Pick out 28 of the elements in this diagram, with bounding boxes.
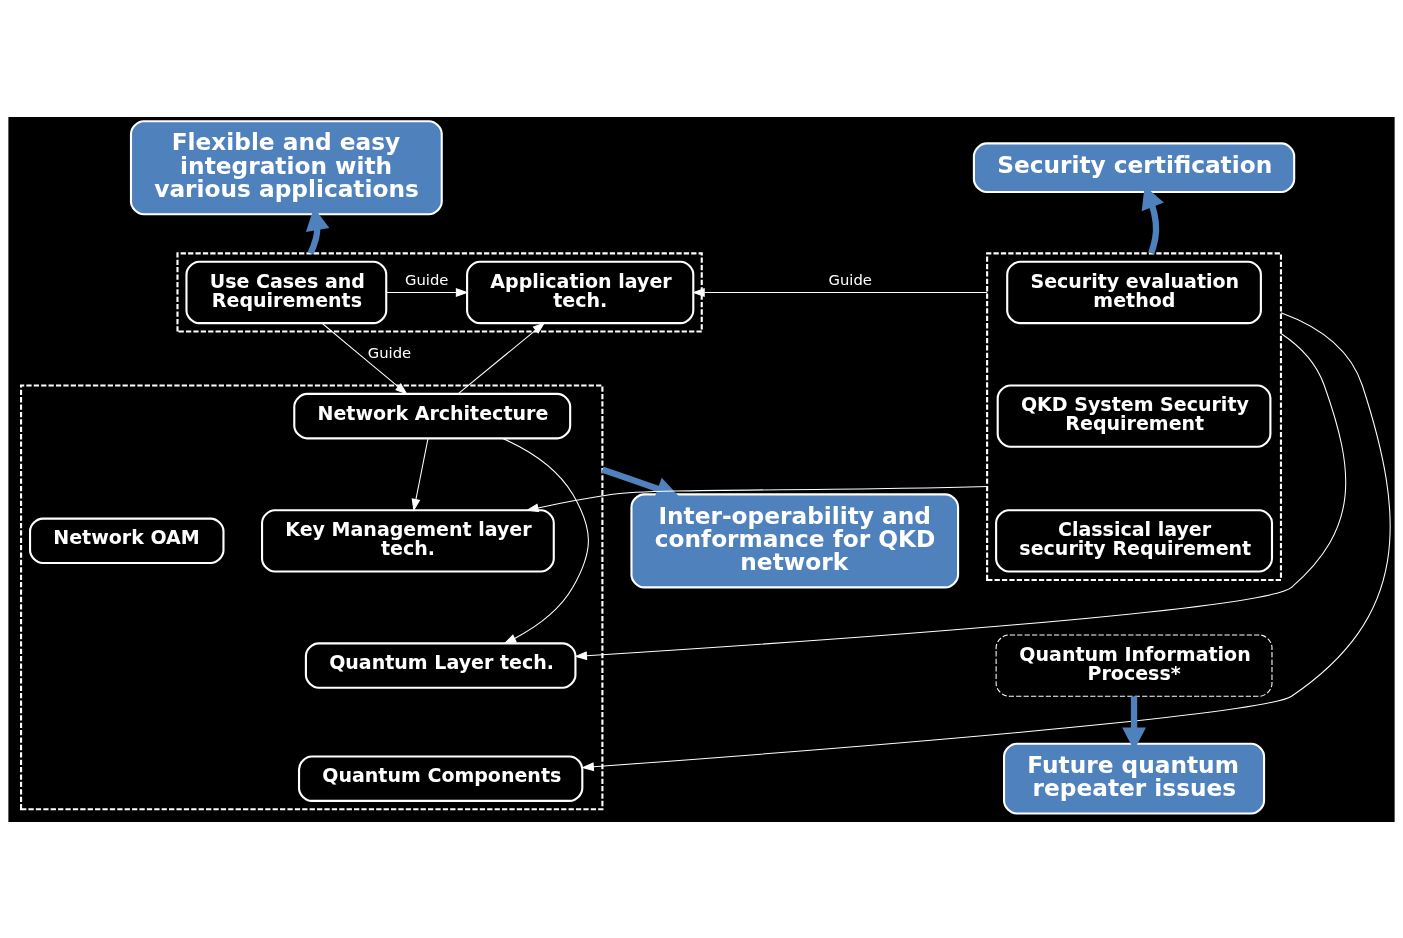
arrow	[692, 287, 988, 297]
node-box: Quantum Information Process*	[995, 633, 1273, 697]
node-box: QKD System Security Requirement	[996, 383, 1272, 448]
edge-label: Guide	[367, 343, 412, 361]
arrow	[502, 437, 589, 644]
node-box: Flexible and easy integration with various applications	[129, 119, 443, 215]
node-box: Quantum Components	[298, 754, 584, 802]
node-box: Future quantum repeater issues	[1003, 742, 1266, 815]
node-box: Inter-operability and conformance for QKD network	[630, 492, 960, 588]
cluster	[986, 251, 1283, 581]
arrow	[385, 287, 469, 297]
node-box: Quantum Layer tech.	[304, 641, 577, 689]
node-box: Classical layer security Requirement	[995, 508, 1274, 573]
arrow	[411, 437, 429, 512]
node-box: Use Cases and Requirements	[185, 260, 388, 324]
arrow	[581, 311, 1391, 771]
arrow	[457, 321, 546, 394]
node-box: Application layer tech.	[466, 260, 695, 324]
arrow	[574, 332, 1347, 660]
node-box: Network Architecture	[293, 392, 572, 439]
node-box: Network OAM	[29, 517, 225, 564]
node-box: Security certification	[972, 141, 1296, 193]
node-box: Key Management layer tech.	[261, 508, 555, 573]
edge-label: Guide	[404, 270, 449, 288]
node-box: Security evaluation method	[1006, 260, 1262, 324]
arrow	[321, 322, 408, 395]
edge-label: Guide	[828, 270, 872, 288]
arrow	[525, 485, 988, 512]
